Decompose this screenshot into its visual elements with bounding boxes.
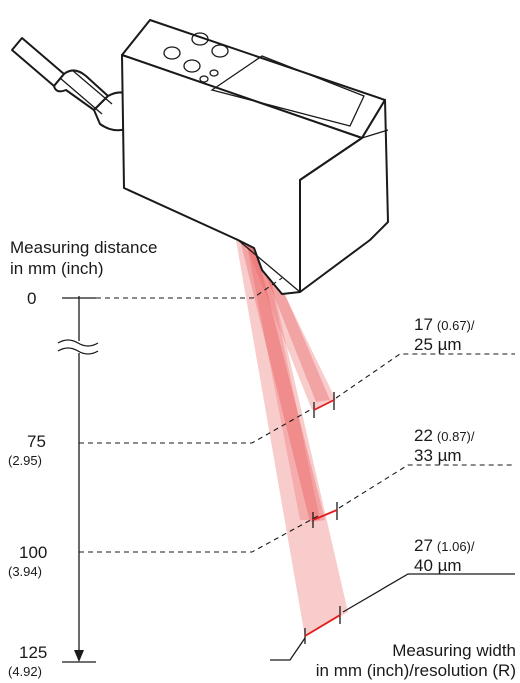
distance-0-mm: 0 xyxy=(27,289,36,308)
distance-75-mm: 75 xyxy=(27,432,46,451)
width-marker-125 xyxy=(304,606,341,644)
distance-75-inch: (2.95) xyxy=(8,453,42,468)
led-icon xyxy=(209,69,219,77)
laser-beam xyxy=(236,240,348,637)
width-label-125: 27(1.06)/ xyxy=(414,536,475,555)
axis-arrow-icon xyxy=(74,650,84,662)
distance-125-inch: (4.92) xyxy=(8,664,42,679)
distance-100-inch: (3.94) xyxy=(8,564,42,579)
led-icon xyxy=(199,75,209,83)
width-marker-100 xyxy=(312,502,338,528)
distance-100-mm: 100 xyxy=(19,543,47,562)
resolution-label-125: 40 µm xyxy=(414,556,462,575)
display-window xyxy=(210,55,365,127)
sensor-housing xyxy=(121,19,389,295)
button-icon xyxy=(163,46,181,60)
resolution-label-100: 33 µm xyxy=(414,446,462,465)
button-icon xyxy=(191,32,209,46)
resolution-label-75: 25 µm xyxy=(414,335,462,354)
distance-axis xyxy=(56,296,99,663)
axis-title-line2: in mm (inch) xyxy=(10,259,104,278)
width-label-75: 17(0.67)/ xyxy=(414,315,475,334)
width-label-100: 22(0.87)/ xyxy=(414,426,475,445)
distance-reference-lines xyxy=(79,277,319,553)
distance-125-mm: 125 xyxy=(19,643,47,662)
sensor-cable xyxy=(11,37,139,132)
button-icon xyxy=(183,59,201,73)
width-leader-lines xyxy=(270,353,515,661)
footer-line1: Measuring width xyxy=(392,641,516,660)
width-marker-75 xyxy=(313,392,335,418)
footer-line2: in mm (inch)/resolution (R) xyxy=(316,661,516,680)
axis-title-line1: Measuring distance xyxy=(10,238,157,257)
button-icon xyxy=(211,44,229,58)
